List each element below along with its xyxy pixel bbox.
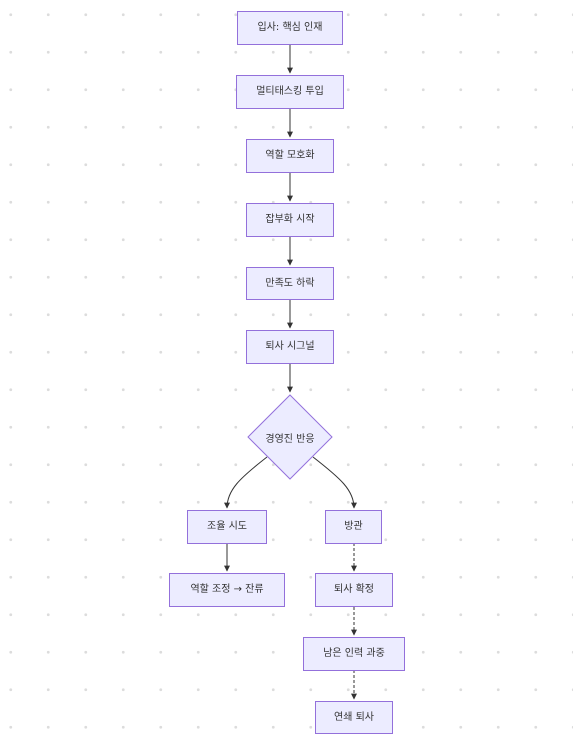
node-chain-label: 연쇄 퇴사 [334,711,374,723]
decision-mgmt: 경영진 반응 [247,394,333,480]
node-retain-label: 역할 조정 → 잔류 [190,584,264,595]
decision-shape [247,394,333,480]
node-role-blur-label: 역할 모호화 [265,150,315,161]
node-satisfaction: 만족도 하락 [246,267,334,300]
edge-mgmt-to-adjust [224,456,268,509]
node-ignore: 방관 [325,510,382,544]
node-hire-label: 입사: 핵심 인재 [257,22,323,33]
node-overload: 남은 인력 과중 [303,637,405,671]
node-hire: 입사: 핵심 인재 [237,11,343,45]
node-adjust: 조율 시도 [187,510,267,544]
node-ignore-label: 방관 [344,521,363,532]
node-signal: 퇴사 시그널 [246,330,334,364]
node-confirm-label: 퇴사 확정 [334,584,374,595]
node-chain: 연쇄 퇴사 [315,701,393,734]
node-confirm: 퇴사 확정 [315,573,393,607]
node-chores: 잡부화 시작 [246,203,334,237]
node-multitask-label: 멀티태스킹 투입 [256,86,324,97]
edge-mgmt-to-ignore [312,456,357,509]
node-signal-label: 퇴사 시그널 [265,341,315,352]
node-retain: 역할 조정 → 잔류 [169,573,285,607]
node-role-blur: 역할 모호화 [246,139,334,173]
node-multitask: 멀티태스킹 투입 [236,75,344,109]
decision-mgmt-label: 경영진 반응 [265,433,315,445]
node-overload-label: 남은 인력 과중 [323,648,385,659]
node-satisfaction-label: 만족도 하락 [265,277,315,289]
node-chores-label: 잡부화 시작 [265,214,315,225]
node-adjust-label: 조율 시도 [207,521,247,532]
